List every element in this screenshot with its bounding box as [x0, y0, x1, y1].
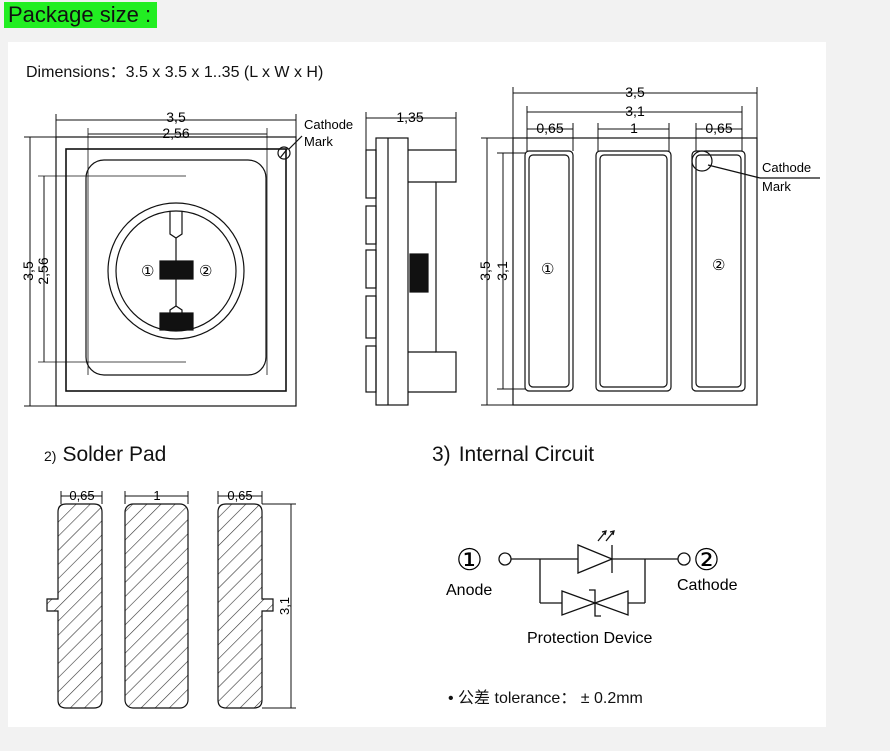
internal-circuit-drawing	[498, 530, 691, 617]
top-cathode-label: Cathode	[304, 117, 353, 132]
top-view-inner	[85, 159, 267, 376]
top-view-frame	[65, 148, 287, 392]
solder-pad-title-text: Solder Pad	[62, 443, 167, 466]
top-view-outer	[55, 136, 297, 407]
lens-circle-outer	[107, 202, 245, 340]
bottom-pad-right	[695, 154, 742, 388]
dimensions-label: Dimensions	[26, 64, 110, 81]
top-dim-height-inner: 2,56	[35, 257, 51, 284]
bottom-pin2-label: ②	[712, 257, 725, 274]
top-dim-height-outer: 3,5	[20, 261, 36, 281]
bottom-dim-center-pad: 1	[630, 120, 638, 136]
dimensions-colon: ：	[109, 64, 126, 81]
anode-terminal	[498, 552, 512, 566]
solder-dim-left: 0,65	[69, 488, 94, 503]
solder-pad-right	[217, 503, 274, 709]
solder-pad-left	[46, 503, 103, 709]
side-view	[365, 112, 457, 406]
top-dim-width-inner: 2,56	[162, 125, 189, 141]
led-chip-2	[159, 312, 194, 331]
solder-dim-height: 3,1	[277, 597, 292, 615]
top-dim-width-outer: 3,5	[166, 109, 186, 125]
tolerance-note: • 公差 tolerance： ± 0.2mm	[448, 690, 643, 707]
solder-pad-center	[124, 503, 189, 709]
bottom-cathode-mark	[691, 150, 713, 172]
top-view	[24, 114, 303, 407]
bottom-dim-inner: 3,1	[625, 103, 645, 119]
package-size-header: Package size :	[4, 2, 158, 28]
bottom-dim-right-pad: 0,65	[705, 120, 732, 136]
internal-circuit-title: 3) Internal Circuit	[432, 443, 594, 467]
internal-circuit-number: 3)	[432, 443, 451, 466]
lens-circle-inner	[115, 210, 237, 332]
circuit-anode-label: Anode	[446, 582, 492, 599]
tvs-symbol-right	[593, 590, 629, 616]
top-pin1-label: ①	[141, 263, 154, 280]
bottom-dim-total: 3,5	[625, 84, 645, 100]
bottom-mark-label: Mark	[762, 179, 791, 194]
bottom-dim-height-inner: 3,1	[494, 261, 510, 281]
solder-pad-title: 2) Solder Pad	[44, 443, 166, 467]
bottom-dim-left-pad: 0,65	[536, 120, 563, 136]
side-dim-thickness: 1,35	[396, 109, 423, 125]
bottom-cathode-label: Cathode	[762, 160, 811, 175]
bottom-pad-left	[528, 154, 570, 388]
top-mark-label: Mark	[304, 134, 333, 149]
circuit-protection-label: Protection Device	[527, 630, 652, 647]
bottom-view	[481, 87, 820, 406]
dimensions-line: Dimensions：3.5 x 3.5 x 1..35 (L x W x H)	[26, 58, 323, 82]
cathode-mark-circle	[277, 146, 291, 160]
tvs-symbol-left	[561, 590, 597, 616]
bottom-pad-center	[599, 154, 668, 388]
bottom-view-outer	[512, 137, 758, 406]
bottom-dim-height-outer: 3,5	[477, 261, 493, 281]
circuit-cathode-label: Cathode	[677, 577, 738, 594]
side-chip	[409, 253, 429, 293]
solder-pad-drawing	[46, 491, 296, 709]
solder-dim-right: 0,65	[227, 488, 252, 503]
bottom-pin1-label: ①	[541, 261, 554, 278]
side-view-body	[375, 137, 409, 406]
circuit-pin1: ①	[456, 544, 483, 577]
solder-pad-number: 2)	[44, 448, 57, 464]
led-symbol	[577, 544, 614, 574]
circuit-pin2: ②	[693, 544, 720, 577]
cathode-terminal	[677, 552, 691, 566]
solder-dim-center: 1	[153, 488, 160, 503]
top-pin2-label: ②	[199, 263, 212, 280]
led-chip-1	[159, 260, 194, 280]
internal-circuit-title-text: Internal Circuit	[458, 443, 595, 466]
dimensions-value: 3.5 x 3.5 x 1..35 (L x W x H)	[125, 64, 324, 81]
